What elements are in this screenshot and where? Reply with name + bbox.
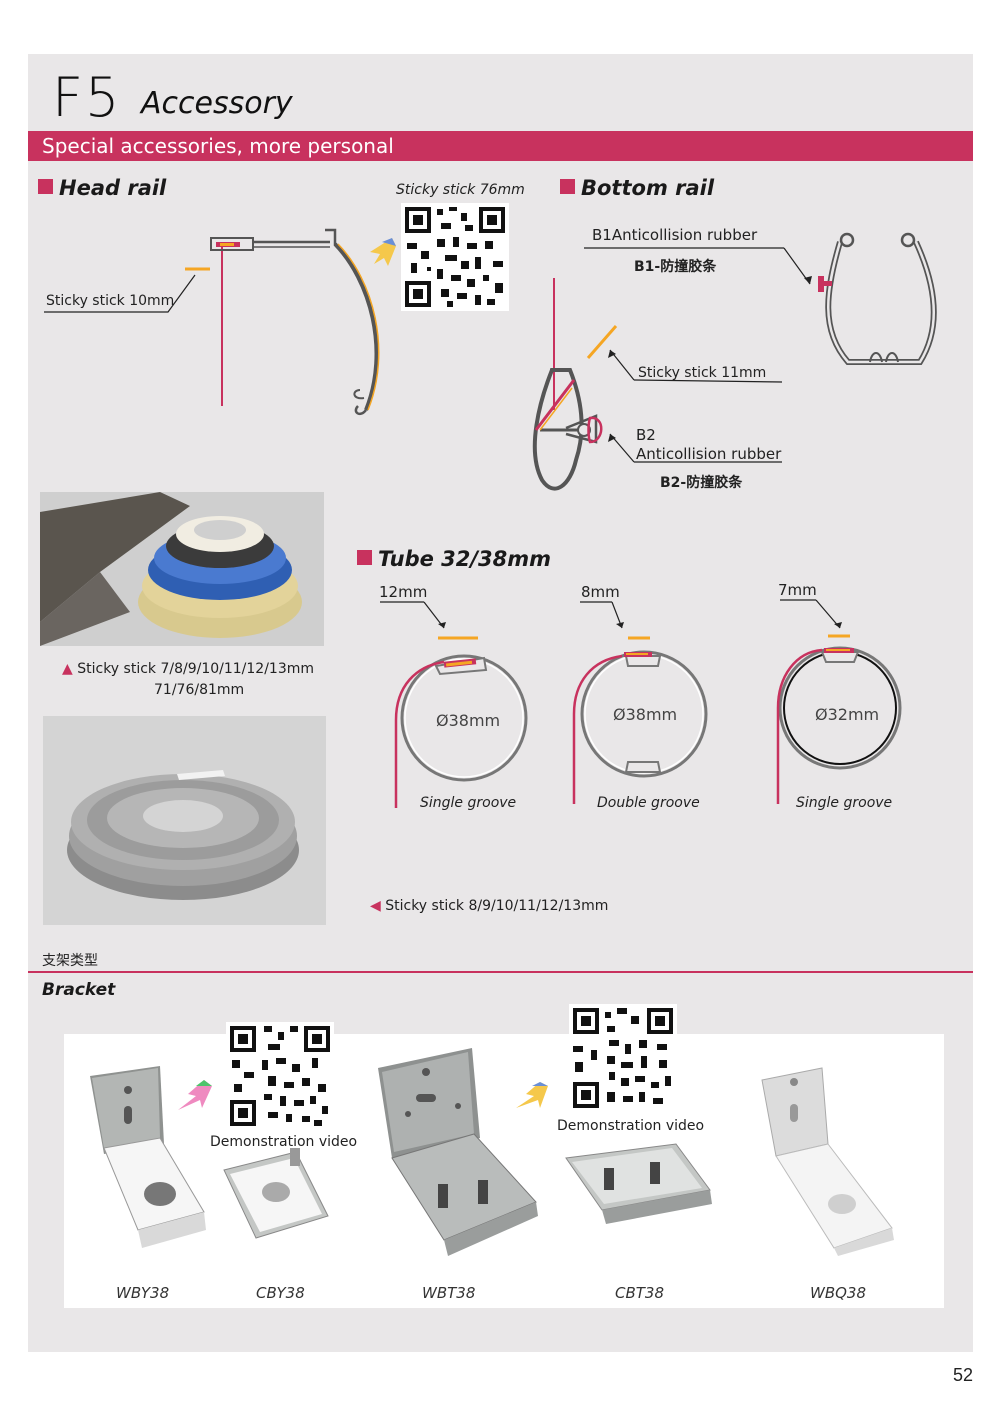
tube-heading: Tube 32/38mm bbox=[357, 547, 551, 571]
tube-2-width: 8mm bbox=[581, 583, 620, 601]
bracket-name-cbt38: CBT38 bbox=[615, 1284, 665, 1302]
b1-label: B1Anticollision rubber bbox=[592, 226, 758, 244]
bracket-gallery bbox=[64, 1034, 944, 1308]
subtitle-text: Special accessories, more personal bbox=[42, 134, 394, 158]
sticky-11-label: Sticky stick 11mm bbox=[638, 365, 767, 381]
tube-diagrams bbox=[380, 599, 902, 808]
head-rail-diagram bbox=[44, 228, 396, 416]
tube-caption: ◀ Sticky stick 8/9/10/11/12/13mm bbox=[370, 898, 609, 914]
bottom-rail-heading: Bottom rail bbox=[560, 176, 714, 200]
square-bullet-icon bbox=[357, 550, 372, 565]
bracket-name-wbt38: WBT38 bbox=[422, 1284, 476, 1302]
tape-rolls-photo bbox=[40, 492, 324, 646]
tube-2-groove: Double groove bbox=[597, 795, 700, 811]
wbq38-image bbox=[761, 1067, 894, 1256]
qr-code-icon bbox=[226, 1022, 334, 1130]
subtitle-band: Special accessories, more personal bbox=[28, 131, 973, 161]
square-bullet-icon bbox=[560, 179, 575, 194]
tube-title: Tube 32/38mm bbox=[378, 547, 552, 571]
b2-code: B2 bbox=[636, 426, 656, 444]
tube-1-width: 12mm bbox=[379, 583, 428, 601]
bottom-rail-diagram bbox=[532, 232, 937, 491]
bracket-name-wbq38: WBQ38 bbox=[810, 1284, 867, 1302]
b2-cn-label: B2-防撞胶条 bbox=[660, 475, 743, 491]
bracket-name-cby38: CBY38 bbox=[256, 1284, 305, 1302]
tube-3-width: 7mm bbox=[778, 581, 817, 599]
b2-label: Anticollision rubber bbox=[636, 445, 782, 463]
head-rail-heading: Head rail bbox=[38, 176, 166, 200]
page-title: Accessory bbox=[141, 86, 293, 121]
tube-3-groove: Single groove bbox=[796, 795, 893, 811]
qr-code-icon bbox=[401, 203, 509, 311]
wby38-image bbox=[90, 1066, 206, 1248]
bracket-title: Bracket bbox=[42, 980, 116, 1000]
head-rail-title: Head rail bbox=[59, 176, 167, 200]
sticky-76-label: Sticky stick 76mm bbox=[396, 182, 525, 198]
tube-3-diameter: Ø32mm bbox=[815, 705, 880, 724]
triangle-up-icon: ▲ bbox=[62, 661, 73, 677]
cbt38-image bbox=[565, 1143, 712, 1224]
square-bullet-icon bbox=[38, 179, 53, 194]
bracket-title-cn: 支架类型 bbox=[42, 953, 98, 969]
metal-tape-photo bbox=[43, 716, 326, 925]
sticky-10-label: Sticky stick 10mm bbox=[46, 293, 175, 309]
demo-label-2: Demonstration video bbox=[557, 1118, 705, 1134]
page-number: 52 bbox=[952, 1365, 973, 1385]
qr-code-icon bbox=[569, 1004, 677, 1112]
triangle-left-icon: ◀ bbox=[370, 898, 381, 914]
tube-1-diameter: Ø38mm bbox=[436, 711, 501, 730]
demo-label-1: Demonstration video bbox=[210, 1134, 358, 1150]
wbt38-image bbox=[378, 1048, 538, 1256]
section-divider bbox=[28, 971, 973, 973]
section-code: F5 bbox=[52, 66, 122, 129]
cby38-image bbox=[223, 1148, 329, 1239]
tube-2-diameter: Ø38mm bbox=[613, 705, 678, 724]
tape-caption-line1: ▲ Sticky stick 7/8/9/10/11/12/13mm bbox=[62, 661, 315, 677]
tape-caption-line2: 71/76/81mm bbox=[154, 682, 245, 698]
tube-1-groove: Single groove bbox=[420, 795, 517, 811]
b1-cn-label: B1-防撞胶条 bbox=[634, 259, 717, 275]
bottom-rail-title: Bottom rail bbox=[581, 176, 715, 200]
bracket-name-wby38: WBY38 bbox=[116, 1284, 170, 1302]
